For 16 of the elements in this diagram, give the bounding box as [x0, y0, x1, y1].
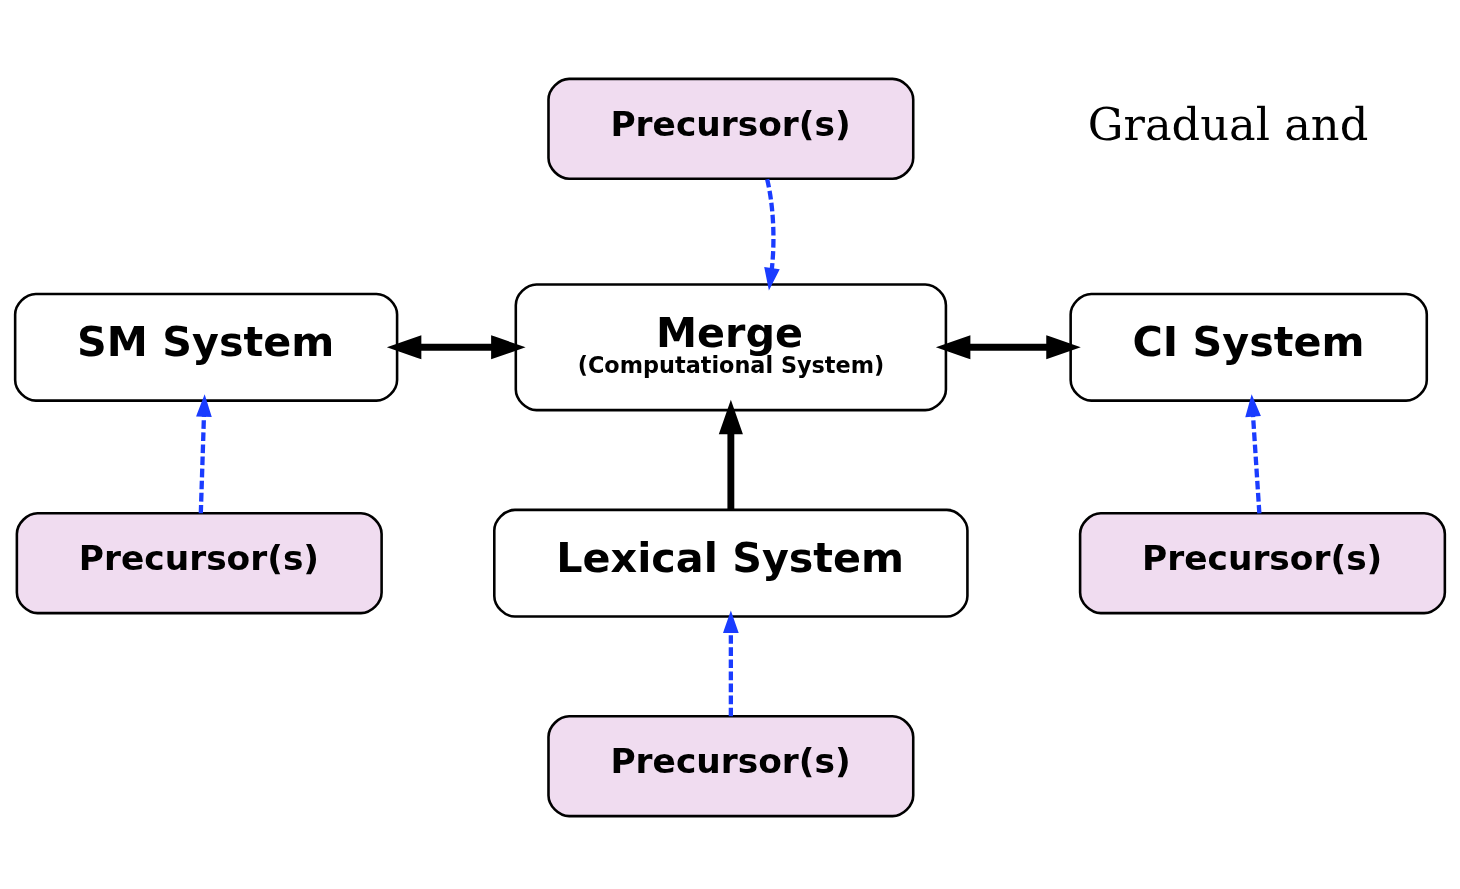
arrow — [196, 394, 212, 514]
node-box: Precursor(s) — [547, 77, 915, 180]
arrow — [386, 335, 526, 360]
label: Gradual and — [1087, 97, 1369, 151]
arrow — [1245, 394, 1262, 514]
node-box: Precursor(s) — [15, 512, 383, 615]
node-box: Precursor(s) — [547, 715, 915, 818]
arrow — [723, 610, 739, 717]
node-box: CI System — [1069, 292, 1429, 402]
arrow — [935, 335, 1081, 360]
node-box: Precursor(s) — [1078, 512, 1447, 615]
arrow — [764, 178, 780, 291]
node-box: SM System — [13, 292, 399, 402]
arrow — [718, 399, 743, 510]
node-box: Merge (Computational System) — [514, 283, 948, 412]
node-box: Lexical System — [493, 508, 969, 618]
